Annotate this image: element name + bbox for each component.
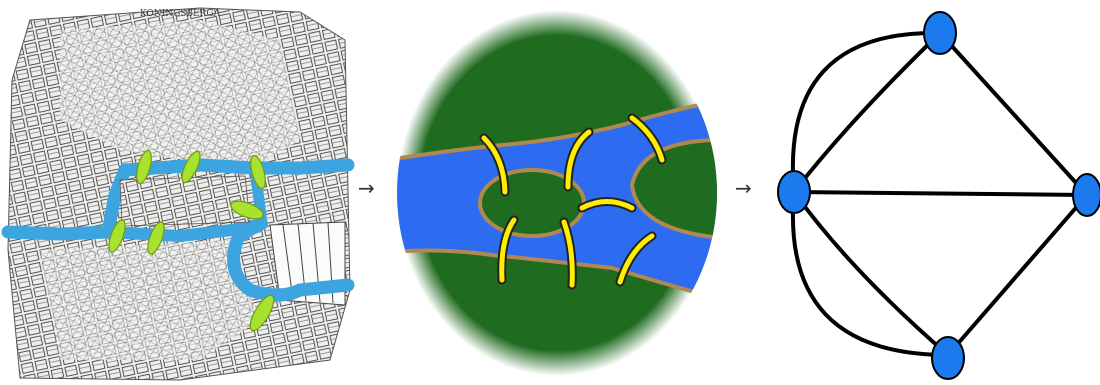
graph-edge — [793, 192, 948, 355]
graph-edges — [793, 33, 1087, 355]
node-north — [924, 12, 956, 54]
multigraph-drawing — [760, 0, 1100, 385]
graph-edge — [794, 33, 940, 192]
multigraph — [760, 0, 1100, 385]
konigsberg-map-drawing: KONINGSBERGA — [0, 0, 360, 385]
map-title: KONINGSBERGA — [140, 9, 221, 19]
node-west — [778, 171, 810, 213]
node-east — [1073, 174, 1100, 216]
node-south — [932, 337, 964, 379]
arrow-2: → — [735, 176, 752, 200]
south-district — [40, 240, 260, 360]
konigsberg-map: KONINGSBERGA — [0, 0, 360, 385]
abstract-river-map — [392, 0, 722, 385]
graph-edge — [794, 192, 1087, 195]
graph-edge — [940, 33, 1087, 195]
graph-edge — [948, 195, 1087, 355]
graph-edge — [794, 192, 948, 355]
abstract-river-drawing — [392, 0, 722, 385]
arrow-1: → — [358, 176, 375, 200]
